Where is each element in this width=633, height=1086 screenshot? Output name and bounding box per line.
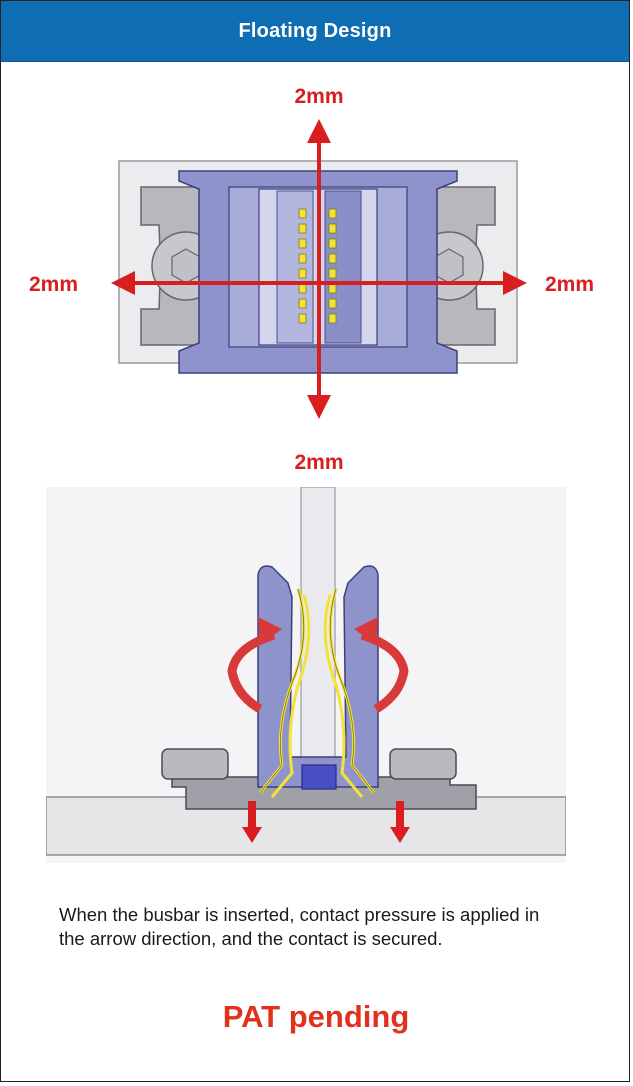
top-view-diagram: 2mm 2mm 2mm 2mm: [29, 85, 594, 474]
contact-row-left: [276, 190, 314, 344]
right-hex-socket: [434, 248, 464, 284]
panel-header: Floating Design: [1, 1, 629, 62]
down-arrow-right-icon: [390, 827, 410, 843]
panel-title: Floating Design: [238, 19, 392, 42]
arrow-right-icon: [503, 271, 527, 295]
housing-center-block: [301, 764, 337, 790]
contact-pins: [298, 208, 337, 324]
right-screw-head: [389, 748, 457, 780]
arrow-left-icon: [111, 271, 135, 295]
arrow-up-icon: [307, 119, 331, 143]
spring-outline: [259, 588, 375, 794]
arrow-down-icon: [307, 395, 331, 419]
left-screw-head: [161, 748, 229, 780]
rotate-right-arrow-head-icon: [354, 617, 378, 645]
dim-label-top: 2mm: [294, 85, 343, 108]
down-arrow-right-shaft: [396, 801, 404, 829]
dim-label-bottom: 2mm: [294, 451, 343, 474]
rotate-right-arrow: [360, 630, 409, 713]
left-hex-socket: [171, 248, 201, 284]
patent-status: PAT pending: [222, 999, 410, 1034]
rotate-left-arrow: [227, 630, 276, 713]
dim-label-right: 2mm: [545, 273, 594, 296]
cross-section-diagram: [46, 487, 566, 863]
description-text: When the busbar is inserted, contact pre…: [59, 904, 540, 949]
dim-label-left: 2mm: [29, 273, 78, 296]
connector-housing: [257, 565, 379, 788]
down-arrow-left-icon: [242, 827, 262, 843]
float-arrows: [129, 137, 509, 403]
rotate-left-arrow-head-icon: [258, 617, 282, 645]
down-arrow-left-shaft: [248, 801, 256, 829]
